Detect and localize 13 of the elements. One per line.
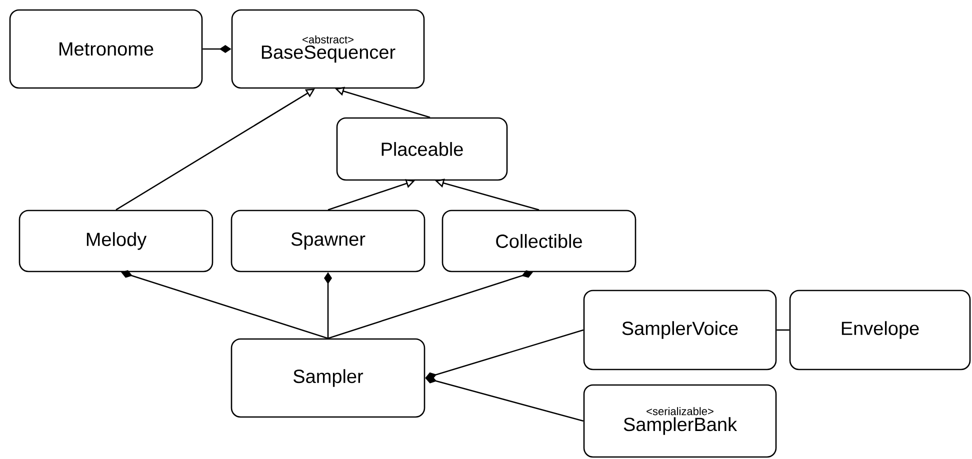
connector	[121, 270, 328, 339]
class-box: <abstract> BaseSequencer	[231, 9, 425, 89]
class-box: Spawner	[230, 210, 426, 272]
class-box: Placeable	[336, 117, 508, 181]
class-box: Melody	[18, 210, 214, 272]
connector	[328, 270, 533, 339]
connector	[776, 329, 790, 331]
class-box: Envelope	[789, 290, 971, 370]
class-box: Collectible	[442, 210, 636, 272]
class-box: <serializable> SamplerBank	[583, 384, 777, 458]
class-box: Sampler	[230, 338, 426, 418]
class-box: Metronome	[9, 9, 203, 89]
class-box: SamplerVoice	[583, 290, 777, 370]
